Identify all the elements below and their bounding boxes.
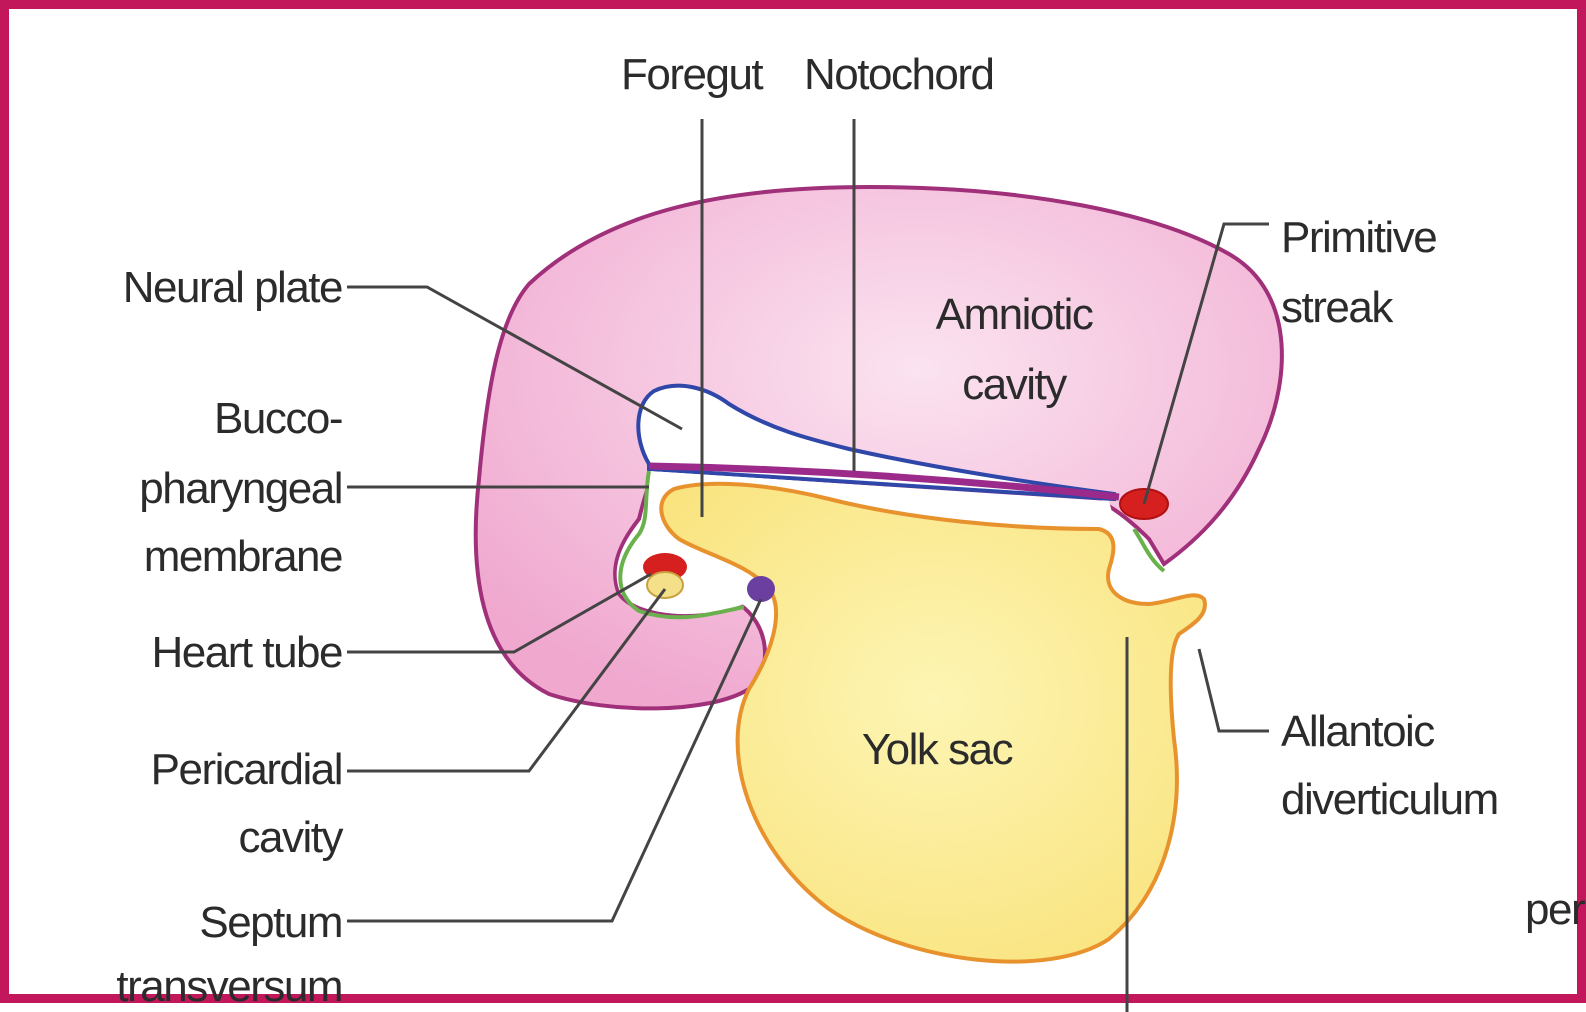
label-amniotic-cavity-1: Amniotic [936, 290, 1093, 339]
label-buccopharyngeal-2: pharyngeal [139, 464, 342, 513]
label-yolk-sac: Yolk sac [862, 725, 1013, 774]
septum-transversum-shape [747, 576, 775, 602]
label-septum-transversum-2: transversum [116, 962, 342, 1011]
label-primitive-streak-1: Primitive [1281, 213, 1436, 262]
allantoic-leader [1199, 649, 1269, 731]
label-buccopharyngeal-1: Bucco- [214, 394, 342, 443]
label-septum-transversum-1: Septum [199, 898, 342, 947]
label-heart-tube: Heart tube [152, 628, 342, 677]
label-amniotic-cavity-2: cavity [962, 360, 1067, 409]
label-cut-off: per [1525, 885, 1585, 934]
label-neural-plate: Neural plate [123, 263, 342, 312]
label-pericardial-cavity-2: cavity [239, 813, 344, 862]
label-pericardial-cavity-1: Pericardial [151, 745, 342, 794]
pericardial-cavity-shape [647, 572, 683, 598]
embryo-diagram: Foregut Notochord Neural plate Amniotic … [9, 9, 1586, 1012]
label-buccopharyngeal-3: membrane [144, 532, 342, 581]
label-allantoic-diverticulum-2: diverticulum [1281, 775, 1498, 824]
label-foregut: Foregut [621, 50, 763, 99]
label-allantoic-diverticulum-1: Allantoic [1281, 707, 1434, 756]
label-primitive-streak-2: streak [1281, 283, 1394, 332]
label-notochord: Notochord [804, 50, 994, 99]
